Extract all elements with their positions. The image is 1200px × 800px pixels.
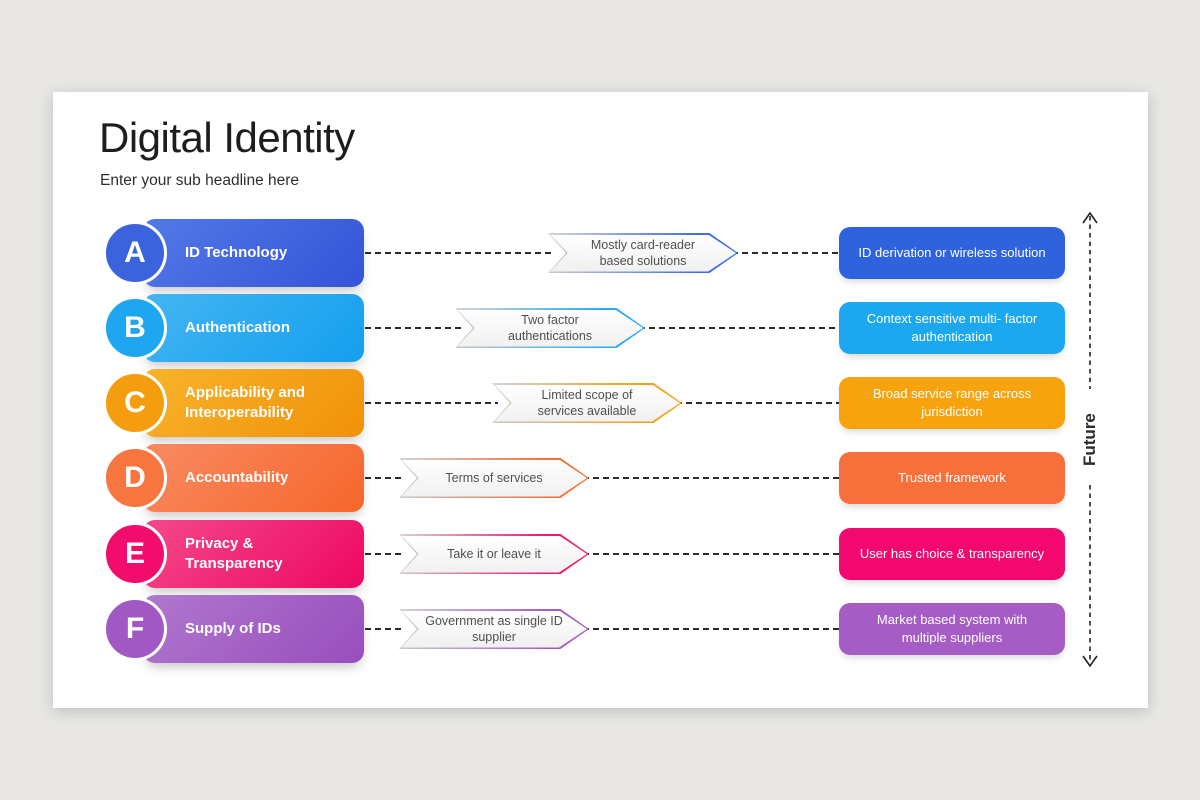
category-pill: Supply of IDs [143, 595, 364, 663]
letter-badge-text: F [125, 612, 145, 645]
present-state-banner: Government as single ID supplier [399, 609, 589, 649]
row-supply-of-ids: Supply of IDs F Government as single ID … [53, 595, 1148, 663]
category-label: Privacy & Transparency [185, 534, 283, 572]
letter-badge: D [103, 446, 167, 510]
connector-dash-left [365, 252, 554, 254]
arrow-up-icon [1082, 211, 1098, 224]
category-label: Supply of IDs [185, 619, 281, 637]
present-state-banner-fill: Limited scope of services available [494, 384, 680, 422]
connector-dash-left [365, 402, 498, 404]
present-state-banner-fill: Terms of services [401, 459, 587, 497]
present-state-banner: Two factor authentications [455, 308, 645, 348]
present-state-banner: Limited scope of services available [492, 383, 682, 423]
category-pill: Applicability and Interoperability [143, 369, 364, 437]
future-state-label: Trusted framework [898, 469, 1006, 485]
future-state-label: Broad service range across jurisdiction [872, 385, 1032, 419]
connector-dash-left [365, 628, 405, 630]
present-state-label: Take it or leave it [447, 546, 541, 561]
page-title: Digital Identity [99, 114, 355, 161]
present-state-banner: Take it or leave it [399, 534, 589, 574]
present-state-label: Mostly card-reader based solutions [590, 237, 696, 268]
present-state-banner-fill: Government as single ID supplier [401, 610, 587, 648]
arrow-down-icon [1082, 655, 1098, 668]
present-state-banner-fill: Mostly card-reader based solutions [550, 234, 736, 272]
connector-dash-right [676, 402, 841, 404]
category-pill: Privacy & Transparency [143, 520, 364, 588]
present-state-label: Government as single ID supplier [425, 613, 563, 644]
category-label: Accountability [185, 468, 289, 486]
letter-badge-text: B [124, 311, 146, 344]
letter-badge: B [103, 296, 167, 360]
future-axis [1082, 211, 1098, 668]
future-state-box: Trusted framework [839, 452, 1065, 504]
letter-badge: F [103, 597, 167, 661]
category-pill: Accountability [143, 444, 364, 512]
present-state-label: Terms of services [445, 470, 543, 485]
category-label: ID Technology [185, 243, 288, 261]
future-state-box: Market based system with multiple suppli… [839, 603, 1065, 655]
present-state-banner: Terms of services [399, 458, 589, 498]
present-state-banner-fill: Take it or leave it [401, 535, 587, 573]
letter-badge: A [103, 221, 167, 285]
connector-dash-left [365, 553, 405, 555]
letter-badge-text: A [124, 236, 146, 269]
connector-dash-right [583, 628, 841, 630]
present-state-label: Two factor authentications [507, 312, 593, 343]
page-subtitle: Enter your sub headline here [100, 172, 300, 189]
connector-dash-left [365, 327, 461, 329]
future-state-box: Broad service range across jurisdiction [839, 377, 1065, 429]
row-accountability: Accountability D Terms of services Trust… [53, 444, 1148, 512]
future-state-box: Context sensitive multi- factor authenti… [839, 302, 1065, 354]
connector-dash-right [639, 327, 841, 329]
future-state-label: Context sensitive multi- factor authenti… [866, 310, 1038, 344]
future-axis-label: Future [1080, 413, 1099, 467]
letter-badge-text: D [124, 461, 146, 494]
future-state-box: User has choice & transparency [839, 528, 1065, 580]
future-state-label: Market based system with multiple suppli… [876, 611, 1028, 645]
row-privacy-transparency: Privacy & Transparency E Take it or leav… [53, 520, 1148, 588]
connector-dash-right [732, 252, 841, 254]
category-pill: Authentication [143, 294, 364, 362]
future-state-box: ID derivation or wireless solution [839, 227, 1065, 279]
future-state-label: User has choice & transparency [859, 545, 1045, 561]
category-pill: ID Technology [143, 219, 364, 287]
present-state-banner-fill: Two factor authentications [457, 309, 643, 347]
present-state-banner: Mostly card-reader based solutions [548, 233, 738, 273]
letter-badge-text: C [124, 386, 146, 419]
category-label: Authentication [185, 318, 290, 336]
category-label: Applicability and Interoperability [185, 383, 306, 421]
future-state-label: ID derivation or wireless solution [858, 244, 1046, 260]
letter-badge: C [103, 371, 167, 435]
row-authentication: Authentication B Two factor authenticati… [53, 294, 1148, 362]
row-applicability-interoperability: Applicability and Interoperability C Lim… [53, 369, 1148, 437]
letter-badge-text: E [124, 537, 145, 570]
connector-dash-right [583, 553, 841, 555]
row-id-technology: ID Technology A Mostly card-reader based… [53, 219, 1148, 287]
present-state-label: Limited scope of services available [537, 387, 637, 418]
connector-dash-left [365, 477, 405, 479]
connector-dash-right [583, 477, 841, 479]
slide-card: Digital Identity Enter your sub headline… [53, 92, 1148, 708]
letter-badge: E [103, 522, 167, 586]
